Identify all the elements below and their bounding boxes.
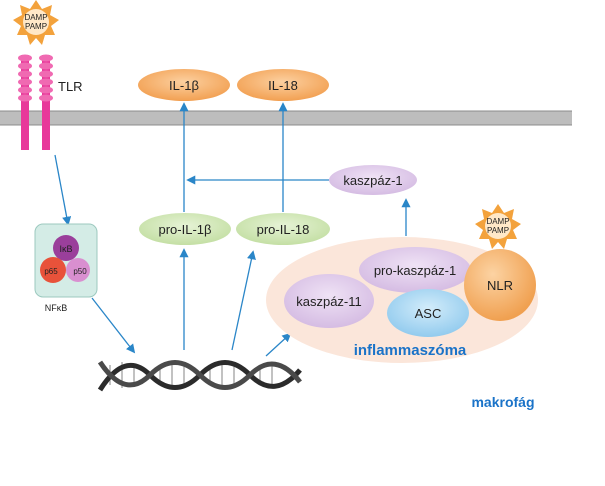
il18-label: IL-18 xyxy=(268,78,298,93)
tlr-receptor xyxy=(18,54,53,150)
macrophage-label: makrofág xyxy=(471,394,534,410)
il1b-node xyxy=(138,69,230,101)
pathway-arrows xyxy=(54,102,411,357)
pro-il1b-label: pro-IL-1β xyxy=(159,222,212,237)
asc-label: ASC xyxy=(415,306,442,321)
pro-il18-label: pro-IL-18 xyxy=(257,222,310,237)
il1b-label: IL-1β xyxy=(169,78,199,93)
damp-pamp-star-right-icon: DAMP PAMP xyxy=(475,204,521,249)
caspase11-label: kaszpáz-11 xyxy=(296,294,362,309)
inflammasome-label: inflammaszóma xyxy=(354,342,467,359)
pro-caspase1-label: pro-kaszpáz-1 xyxy=(374,263,456,278)
nlr-label: NLR xyxy=(487,278,513,293)
damp-pamp-star-icon: DAMP PAMP xyxy=(13,0,59,45)
il18-node xyxy=(237,69,329,101)
caspase1-node xyxy=(329,165,417,195)
caspase11-node xyxy=(284,274,374,328)
pro-il1b-node xyxy=(139,213,231,245)
pro-il18-node xyxy=(236,213,330,245)
nfkb-label: NFκB xyxy=(45,303,68,313)
p50-label: p50 xyxy=(73,267,87,276)
dna-helix xyxy=(97,360,302,392)
p65-label: p65 xyxy=(44,267,58,276)
asc-node xyxy=(387,289,469,337)
tlr-label: TLR xyxy=(58,79,83,94)
pamp-right-label: PAMP xyxy=(487,226,509,235)
nlr-node xyxy=(464,249,536,321)
damp-right-label: DAMP xyxy=(486,217,509,226)
pro-caspase1-node xyxy=(359,247,471,293)
cell-membrane xyxy=(0,111,572,125)
caspase1-label: kaszpáz-1 xyxy=(343,173,402,188)
ikb-label: IκB xyxy=(59,244,72,254)
damp-label: DAMP xyxy=(24,13,47,22)
pamp-label: PAMP xyxy=(25,22,47,31)
